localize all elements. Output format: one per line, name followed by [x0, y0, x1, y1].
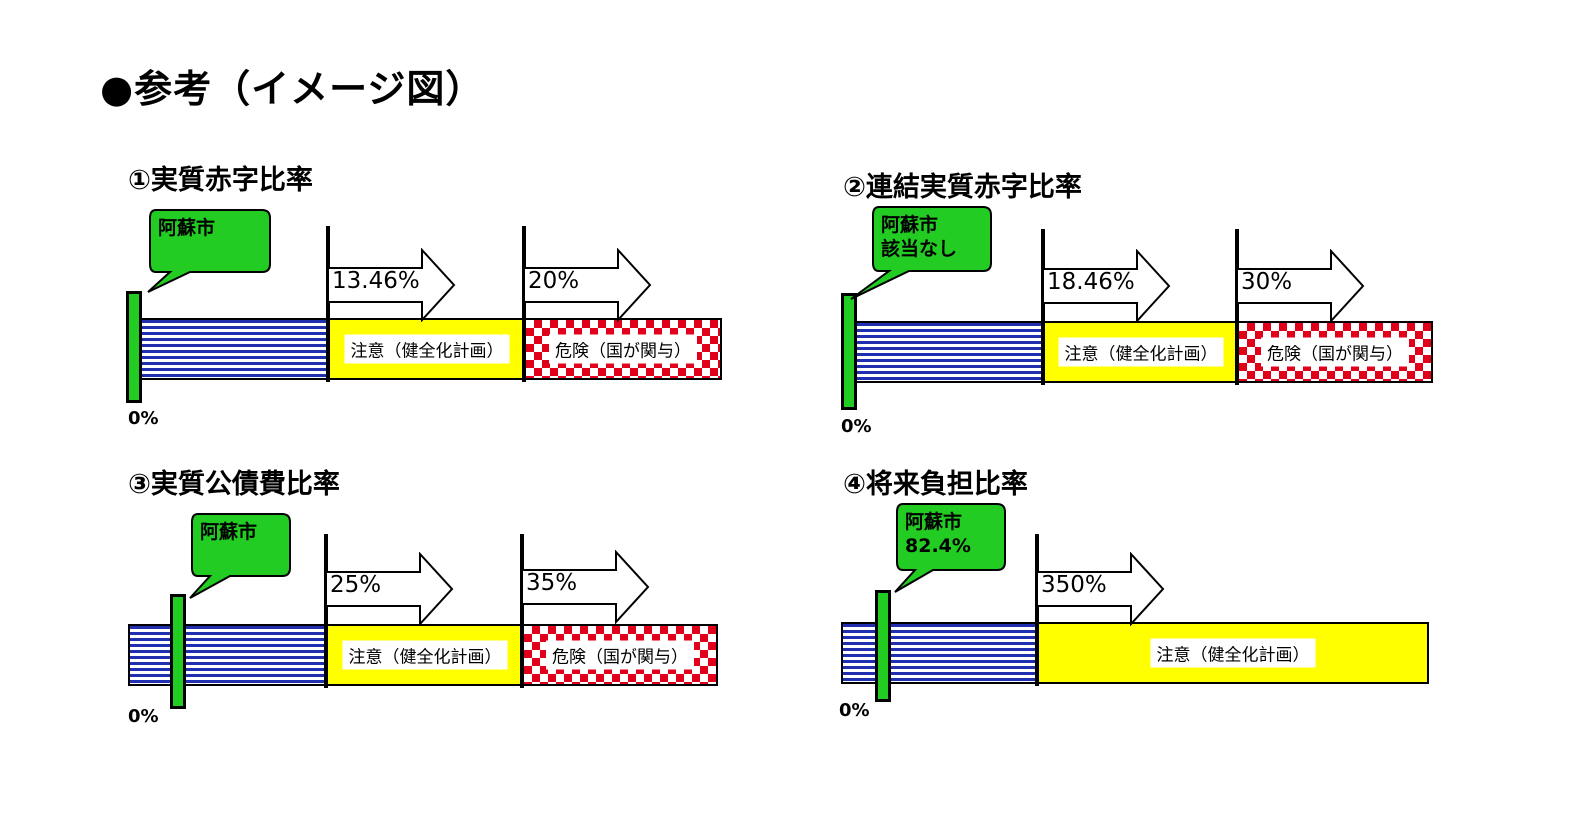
caution-threshold-line [324, 534, 328, 688]
aso-city-marker [875, 590, 891, 702]
danger-threshold-arrow: 35% [522, 550, 652, 624]
caution-threshold-value: 13.46% [332, 268, 420, 294]
safe-zone-bar [128, 624, 326, 686]
danger-zone-bar: 危険（国が関与） [524, 318, 722, 380]
right-arrow-icon [524, 248, 652, 322]
caution-zone-bar: 注意（健全化計画） [326, 624, 522, 686]
panel-title: ②連結実質赤字比率 [843, 172, 1082, 203]
aso-city-marker [170, 594, 186, 709]
zero-label: 0% [128, 408, 159, 429]
zero-label: 0% [839, 700, 870, 721]
caution-zone-label: 注意（健全化計画） [1150, 638, 1316, 668]
caution-threshold-arrow: 18.46% [1043, 249, 1173, 323]
caution-threshold-line [1035, 534, 1039, 686]
panel-title: ④将来負担比率 [843, 469, 1028, 500]
right-arrow-icon [1237, 249, 1365, 323]
caution-zone-label: 注意（健全化計画） [344, 334, 510, 364]
callout-text: 阿蘇市 [158, 216, 215, 240]
callout-text: 阿蘇市 [200, 520, 257, 544]
danger-threshold-line [520, 534, 524, 688]
caution-threshold-arrow: 350% [1037, 552, 1167, 626]
danger-threshold-line [522, 226, 526, 382]
zero-label: 0% [841, 416, 872, 437]
callout-text: 阿蘇市該当なし [881, 213, 957, 261]
caution-threshold-value: 350% [1041, 572, 1107, 598]
panel-real-debt-service-ratio: ③実質公債費比率 注意（健全化計画） 危険（国が関与） 25% 35% 阿蘇市 … [118, 462, 758, 762]
right-arrow-icon [328, 248, 456, 322]
speech-bubble-icon [894, 503, 1006, 593]
danger-zone-bar: 危険（国が関与） [1237, 321, 1433, 383]
callout-line: 阿蘇市 [158, 217, 216, 239]
panel-consolidated-real-deficit-ratio: ②連結実質赤字比率 注意（健全化計画） 危険（国が関与） 18.46% 30% … [833, 165, 1473, 465]
caution-zone-bar: 注意（健全化計画） [1037, 622, 1429, 684]
speech-bubble-icon [850, 206, 992, 300]
panel-title: ①実質赤字比率 [128, 165, 313, 196]
caution-threshold-line [1041, 229, 1045, 385]
callout-line: 阿蘇市 [200, 521, 258, 543]
zero-label: 0% [128, 706, 159, 727]
aso-city-marker [126, 291, 142, 403]
danger-threshold-arrow: 30% [1237, 249, 1367, 323]
callout-line: 阿蘇市 [881, 214, 939, 236]
speech-bubble-icon [147, 209, 271, 293]
danger-zone-label: 危険（国が関与） [1261, 337, 1409, 367]
callout-line: 該当なし [881, 238, 958, 260]
right-arrow-icon [326, 552, 454, 626]
aso-city-marker [841, 293, 857, 410]
danger-threshold-arrow: 20% [524, 248, 654, 322]
right-arrow-icon [1043, 249, 1171, 323]
page-title: ●参考（イメージ図） [100, 67, 485, 111]
danger-threshold-value: 35% [526, 570, 578, 596]
danger-zone-label: 危険（国が関与） [546, 640, 694, 670]
danger-zone-label: 危険（国が関与） [549, 334, 697, 364]
caution-zone-label: 注意（健全化計画） [1058, 337, 1224, 367]
panel-title: ③実質公債費比率 [128, 469, 340, 500]
right-arrow-icon [522, 550, 650, 624]
danger-threshold-value: 20% [528, 268, 580, 294]
panel-real-deficit-ratio: ①実質赤字比率 注意（健全化計画） 危険（国が関与） 13.46% 20% 阿蘇… [118, 158, 758, 458]
speech-bubble-icon [189, 513, 291, 599]
safe-zone-bar [843, 321, 1043, 383]
caution-threshold-value: 25% [330, 572, 382, 598]
caution-threshold-arrow: 13.46% [328, 248, 458, 322]
caution-threshold-arrow: 25% [326, 552, 456, 626]
callout-line: 阿蘇市 [905, 511, 963, 533]
callout-line: 82.4% [905, 535, 971, 557]
caution-threshold-value: 18.46% [1047, 269, 1135, 295]
caution-threshold-line [326, 226, 330, 382]
safe-zone-bar [841, 622, 1037, 684]
right-arrow-icon [1037, 552, 1165, 626]
danger-zone-bar: 危険（国が関与） [522, 624, 718, 686]
caution-zone-bar: 注意（健全化計画） [1043, 321, 1237, 383]
caution-zone-bar: 注意（健全化計画） [328, 318, 524, 380]
danger-threshold-value: 30% [1241, 269, 1293, 295]
danger-threshold-line [1235, 229, 1239, 385]
safe-zone-bar [128, 318, 328, 380]
caution-zone-label: 注意（健全化計画） [342, 640, 508, 670]
